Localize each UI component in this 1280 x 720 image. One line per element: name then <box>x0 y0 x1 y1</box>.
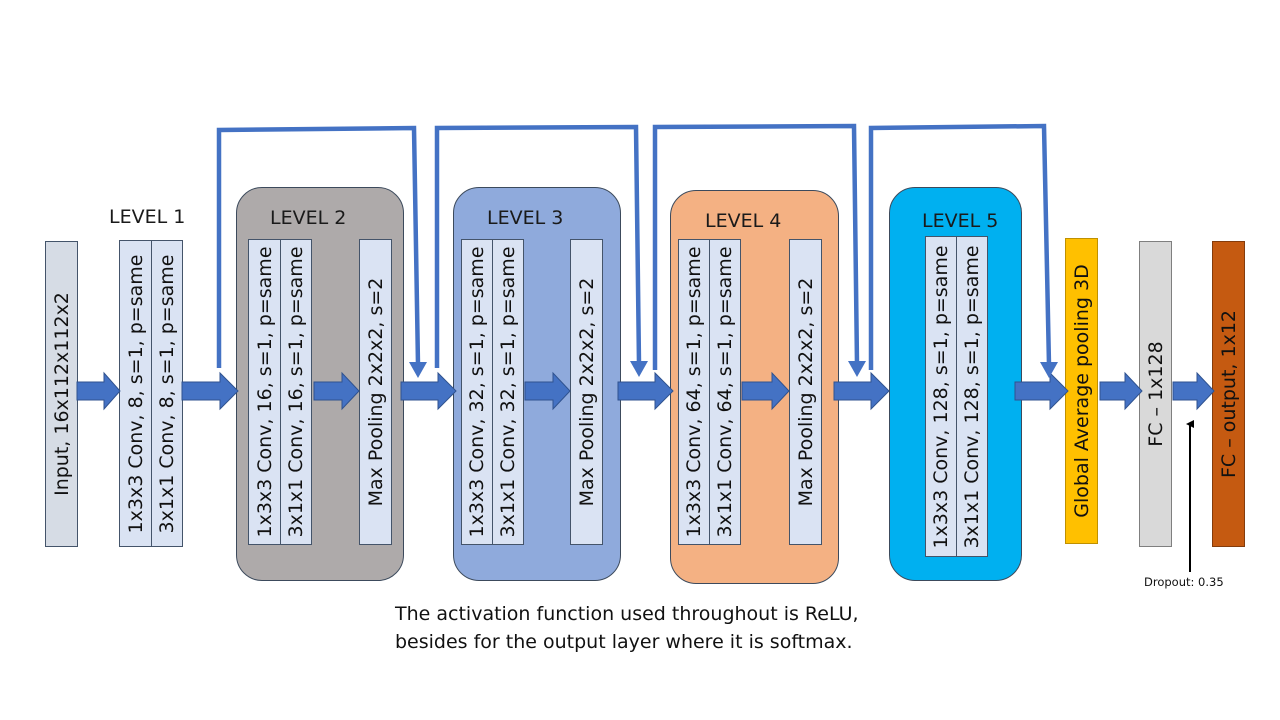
flow-arrows <box>76 371 1215 411</box>
arrow-l2-conv-to-pool <box>313 371 360 411</box>
dropout-label: Dropout: 0.35 <box>1144 575 1224 589</box>
skip-l4-arrowhead <box>1040 362 1058 378</box>
level-3-title: LEVEL 3 <box>487 207 564 229</box>
arrow-l4-conv-to-pool <box>741 371 790 411</box>
l2-conv-b: 3x1x1 Conv, 16, s=1, p=same <box>280 239 312 545</box>
arrow-input-to-l1 <box>76 371 121 411</box>
l3-pool: Max Pooling 2x2x2, s=2 <box>570 239 603 545</box>
l4-pool: Max Pooling 2x2x2, s=2 <box>789 239 822 545</box>
arrow-l2-to-l3 <box>400 371 457 411</box>
l5-conv-b: 3x1x1 Conv, 128, s=1, p=same <box>956 236 988 557</box>
skip-l2-arrowhead <box>630 361 648 377</box>
arrow-l3-conv-to-pool <box>524 371 571 411</box>
caption-line-1: The activation function used throughout … <box>395 603 859 625</box>
skip-l1-arrowhead <box>409 362 427 378</box>
arrow-fc-to-output <box>1172 371 1215 411</box>
l4-conv-b: 3x1x1 Conv, 64, s=1, p=same <box>709 239 741 545</box>
skip-l3-to-l5 <box>652 123 860 370</box>
input-layer: Input, 16x112x112x2 <box>45 241 78 547</box>
level-2-title: LEVEL 2 <box>270 207 347 229</box>
arrow-l1-to-l2 <box>181 371 239 411</box>
level-5-title: LEVEL 5 <box>922 210 999 232</box>
output-layer: FC – output, 1x12 <box>1212 241 1245 547</box>
l3-conv-b: 3x1x1 Conv, 32, s=1, p=same <box>492 239 524 545</box>
skip-connections <box>216 123 1052 370</box>
skip-l1-to-l3 <box>216 125 421 368</box>
skip-l4-to-gap <box>868 123 1052 370</box>
skip-l3-arrowhead <box>848 361 866 377</box>
arrow-l4-to-l5 <box>833 371 890 411</box>
arrow-gap-to-fc <box>1099 371 1143 411</box>
arrow-l3-to-l4 <box>617 371 674 411</box>
l3-conv-a: 1x3x3 Conv, 32, s=1, p=same <box>461 239 493 545</box>
l5-conv-a: 1x3x3 Conv, 128, s=1, p=same <box>925 236 957 557</box>
activation-caption: The activation function used throughout … <box>395 600 859 656</box>
arrow-l5-to-gap <box>1014 371 1069 411</box>
skip-l2-to-l4 <box>434 124 642 368</box>
l2-pool: Max Pooling 2x2x2, s=2 <box>359 239 392 545</box>
level-4-title: LEVEL 4 <box>705 210 782 232</box>
level-1-title: LEVEL 1 <box>109 206 186 228</box>
skip-arrowheads <box>409 361 1058 378</box>
caption-line-2: besides for the output layer where it is… <box>395 631 853 653</box>
